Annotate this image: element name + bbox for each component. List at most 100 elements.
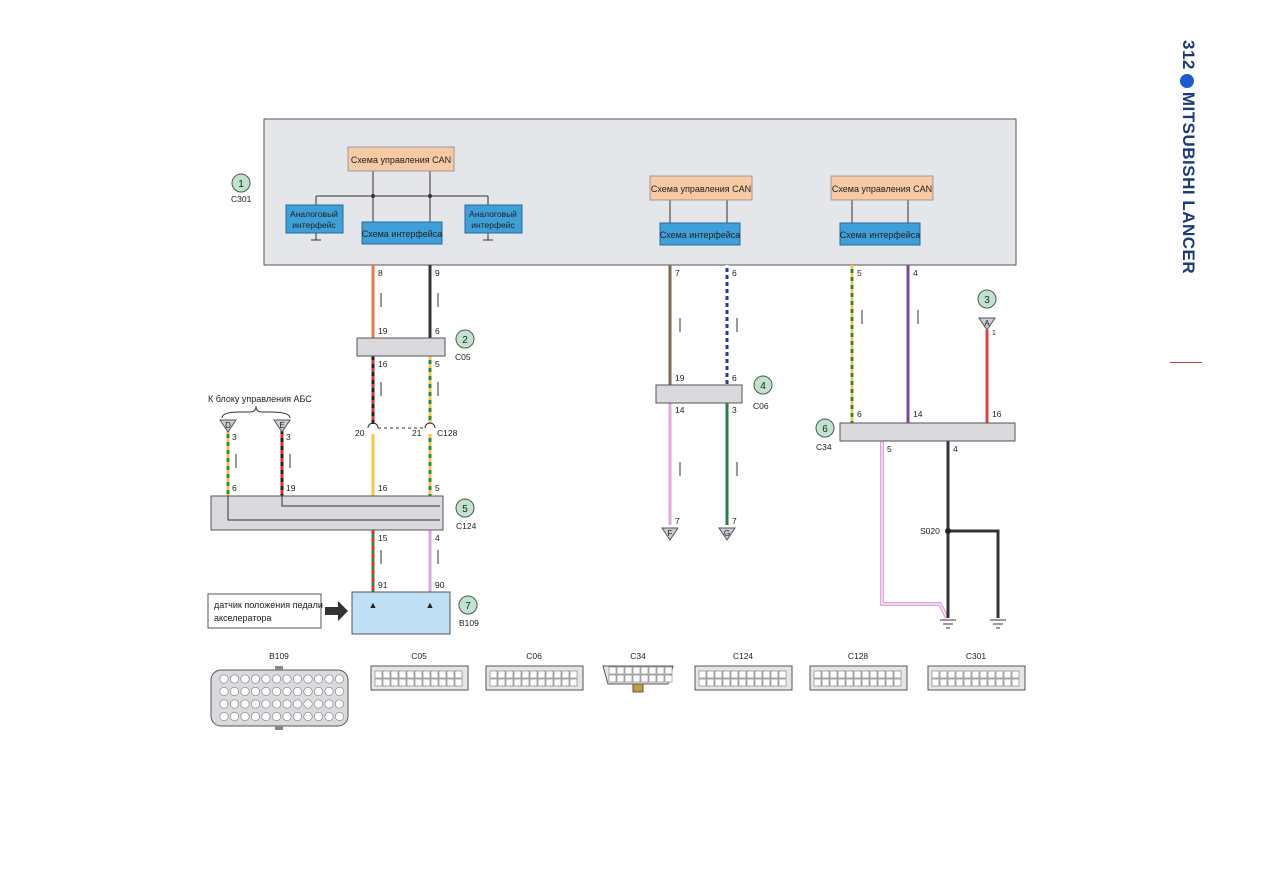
badge-5: 5 <box>462 504 468 515</box>
connector-pin-cell <box>390 670 399 679</box>
connector-pin-cell <box>616 674 625 683</box>
connector-pin-cell <box>656 674 665 683</box>
pin: 4 <box>913 268 918 278</box>
connector-pin-cell <box>230 711 240 721</box>
connector-pin-cell <box>271 711 281 721</box>
connector-pin-cell <box>778 670 787 679</box>
connector-pin-cell <box>664 666 673 675</box>
connector-pin-cell <box>877 678 886 687</box>
sensor-sym-b: ▲ <box>426 600 435 610</box>
connector-pin-cell <box>513 670 522 679</box>
connector-pin-cell <box>837 670 846 679</box>
connector-pin-cell <box>271 686 281 696</box>
connector-pin-cell <box>845 670 854 679</box>
connector-pin-cell <box>414 670 423 679</box>
connector-pin-cell <box>414 678 423 687</box>
connector-pin-cell <box>324 674 334 684</box>
connector-pin-cell <box>261 711 271 721</box>
connector-pin-cell <box>545 678 554 687</box>
badge-6: 6 <box>822 424 828 435</box>
connector-c124 <box>210 495 444 531</box>
connector-pin-cell <box>971 670 980 679</box>
terminal-f: F <box>668 529 673 538</box>
connector-pin-cell <box>497 670 506 679</box>
connector-pin-cell <box>939 670 948 679</box>
connector-pin-cell <box>430 678 439 687</box>
sensor-note-l1: датчик положения педали <box>214 600 323 610</box>
connector-pin-cell <box>869 670 878 679</box>
connector-pin-cell <box>240 686 250 696</box>
connector-pin-cell <box>219 674 229 684</box>
connector-pin-cell <box>979 678 988 687</box>
sensor-note-l2: акселератора <box>214 613 271 623</box>
connector-pin-cell <box>324 686 334 696</box>
connector-pin-cell <box>698 678 707 687</box>
code-c301: C301 <box>231 194 252 204</box>
connector-pin-cell <box>521 670 530 679</box>
connector-pin-cell <box>438 670 447 679</box>
connector-pin-cell <box>939 678 948 687</box>
connector-pin-cell <box>438 678 447 687</box>
code-c05: C05 <box>455 352 471 362</box>
sensor-note-box <box>207 593 322 629</box>
book-title: MITSUBISHI LANCER <box>1179 91 1198 275</box>
can-control-label-3: Схема управления CAN <box>832 184 932 194</box>
connector-pin-cell <box>829 678 838 687</box>
connector-pin-cell <box>569 678 578 687</box>
code-c124: C124 <box>456 521 477 531</box>
iface-box-2 <box>659 222 741 246</box>
connector-pin-cell <box>398 670 407 679</box>
connector-pin-cell <box>714 670 723 679</box>
connector-pin-cell <box>640 666 649 675</box>
connector-pin-cell <box>303 699 313 709</box>
pin: 5 <box>435 483 440 493</box>
pin: 5 <box>887 444 892 454</box>
connector-pin-cell <box>313 711 323 721</box>
svg-text:C05: C05 <box>411 651 427 661</box>
connector-pin-cell <box>292 674 302 684</box>
connector-pin-cell <box>624 674 633 683</box>
connector-pin-cell <box>219 699 229 709</box>
sensor-sym-a: ▲ <box>369 600 378 610</box>
page-header-vertical: 312MITSUBISHI LANCER <box>1168 40 1198 340</box>
connector-pin-cell <box>529 678 538 687</box>
pin: 16 <box>992 409 1002 419</box>
connector-pin-cell <box>219 711 229 721</box>
connector-pin-cell <box>893 678 902 687</box>
connector-pin-cell <box>813 678 822 687</box>
connector-pin-cell <box>738 678 747 687</box>
connector-pin-cell <box>722 670 731 679</box>
connector-view-c301: C301 <box>927 651 1026 691</box>
pin: 16 <box>378 483 388 493</box>
code-c128: C128 <box>437 428 458 438</box>
connector-pin-cell <box>251 686 261 696</box>
connector-pin-cell <box>303 711 313 721</box>
analog-box-left <box>285 204 344 234</box>
connector-pin-cell <box>955 670 964 679</box>
badge-1: 1 <box>238 179 244 190</box>
connector-pin-cell <box>762 670 771 679</box>
connector-view-c05: C05 <box>370 651 469 691</box>
pin: 20 <box>355 428 365 438</box>
connector-pin-cell <box>261 699 271 709</box>
sensor-arrow <box>325 601 348 621</box>
code-c34: C34 <box>816 442 832 452</box>
connector-pin-cell <box>931 678 940 687</box>
connector-pin-cell <box>446 678 455 687</box>
connector-pin-cell <box>553 670 562 679</box>
connector-pin-cell <box>821 670 830 679</box>
code-s020: S020 <box>920 526 940 536</box>
connector-pin-cell <box>714 678 723 687</box>
connector-pin-cell <box>422 678 431 687</box>
connector-pin-cell <box>529 670 538 679</box>
pin: 6 <box>232 483 237 493</box>
connector-pin-cell <box>334 711 344 721</box>
connector-pin-cell <box>706 678 715 687</box>
connector-pin-cell <box>430 670 439 679</box>
connector-pin-cell <box>446 670 455 679</box>
connector-pin-cell <box>778 678 787 687</box>
connector-pin-cell <box>845 678 854 687</box>
connector-pin-cell <box>722 678 731 687</box>
svg-text:B109: B109 <box>269 651 289 661</box>
analog-right-l2: интерфейс <box>471 220 515 230</box>
